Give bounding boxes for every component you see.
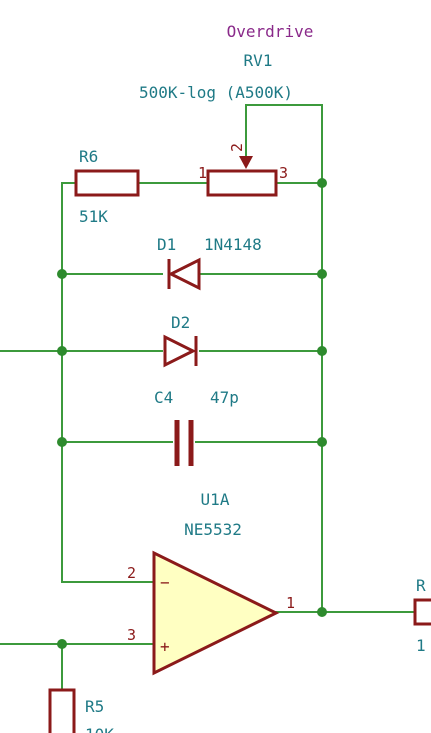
junction-dot <box>57 346 67 356</box>
d1-anode-triangle <box>167 257 201 291</box>
u1a-pin-1: 1 <box>286 594 295 612</box>
d2-ref: D2 <box>171 313 190 332</box>
resistor-r6[interactable]: R6 51K <box>74 147 140 226</box>
rv1-pin-1: 1 <box>198 164 207 182</box>
r-right-ref: R <box>416 576 426 595</box>
r5-value: 10K <box>85 725 114 733</box>
r5-ref: R5 <box>85 697 104 716</box>
junction-dot <box>317 346 327 356</box>
rv1-value: 500K-log (A500K) <box>139 83 293 102</box>
rv1-pin-2: 2 <box>228 143 246 152</box>
wires <box>0 104 416 691</box>
junction-dot <box>57 269 67 279</box>
u1a-body <box>152 550 280 676</box>
junction-dot <box>317 437 327 447</box>
junction-dot <box>57 437 67 447</box>
rv1-ref: RV1 <box>244 51 273 70</box>
r6-ref: R6 <box>79 147 98 166</box>
r6-value: 51K <box>79 207 108 226</box>
u1a-value: NE5532 <box>184 520 242 539</box>
capacitor-c4[interactable]: C4 47p <box>154 388 239 466</box>
resistor-r5[interactable]: R5 10K <box>48 688 114 733</box>
c4-ref: C4 <box>154 388 173 407</box>
rv1-wiper-arrow <box>239 156 253 169</box>
r6-body <box>74 169 140 197</box>
d2-anode-triangle <box>163 334 197 368</box>
junction-dot <box>317 607 327 617</box>
r-right-body <box>413 598 431 626</box>
u1a-plus-sign: + <box>160 637 170 656</box>
u1a-ref: U1A <box>201 490 230 509</box>
diode-d1[interactable]: D1 1N4148 <box>157 235 262 291</box>
d1-ref: D1 <box>157 235 176 254</box>
r5-body <box>48 688 76 733</box>
opamp-u1a[interactable]: U1A NE5532 2 3 1 − + <box>127 490 295 676</box>
junction-dot <box>317 178 327 188</box>
u1a-minus-sign: − <box>160 573 170 592</box>
c4-value: 47p <box>210 388 239 407</box>
rv1-pin-3: 3 <box>279 164 288 182</box>
junctions <box>57 178 327 649</box>
junction-dot <box>317 269 327 279</box>
diode-d2[interactable]: D2 <box>163 313 198 368</box>
rv1-body <box>206 169 278 197</box>
rv1-title: Overdrive <box>227 22 314 41</box>
resistor-output[interactable]: R 1 <box>413 576 431 655</box>
junction-dot <box>57 639 67 649</box>
u1a-pin-3: 3 <box>127 626 136 644</box>
potentiometer-rv1[interactable]: Overdrive RV1 500K-log (A500K) 1 3 2 <box>139 22 314 197</box>
d1-value: 1N4148 <box>204 235 262 254</box>
r-right-value: 1 <box>416 636 426 655</box>
u1a-pin-2: 2 <box>127 564 136 582</box>
